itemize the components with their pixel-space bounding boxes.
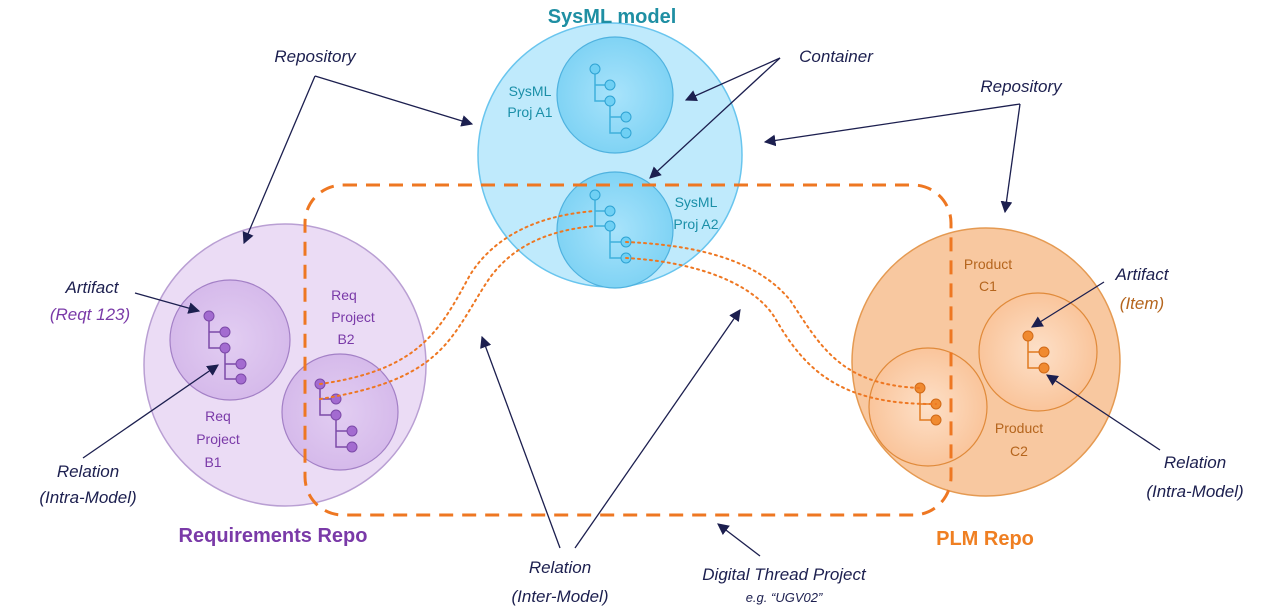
artifact-node bbox=[604, 95, 616, 107]
req-repo-title: Requirements Repo bbox=[179, 525, 368, 547]
label-artifact-right: Artifact bbox=[1115, 265, 1170, 284]
req-project-b2-line3: B2 bbox=[337, 331, 354, 347]
label-digital-thread-example: e.g. “UGV02” bbox=[746, 590, 823, 605]
req-project-b1-container bbox=[169, 279, 291, 401]
artifact-node bbox=[235, 358, 247, 370]
arrow-relation-intra-right bbox=[1046, 374, 1161, 451]
label-relation-inter-line2: (Inter-Model) bbox=[512, 587, 609, 606]
artifact-node bbox=[1022, 330, 1034, 342]
sysml-proj-a1-line1: SysML bbox=[509, 83, 552, 99]
artifact-node bbox=[330, 409, 342, 421]
plm-repo-title: PLM Repo bbox=[936, 528, 1034, 550]
digital-thread-boundary bbox=[303, 183, 953, 517]
artifact-node bbox=[604, 205, 616, 217]
arrow-container-to-a1 bbox=[684, 57, 781, 102]
req-project-b1-line2: Project bbox=[196, 431, 240, 447]
artifact-node bbox=[235, 373, 247, 385]
label-container: Container bbox=[799, 47, 874, 66]
sysml-proj-a1-line2: Proj A1 bbox=[507, 104, 552, 120]
sysml-proj-a1-container bbox=[556, 36, 674, 154]
label-relation-inter-line1: Relation bbox=[529, 558, 591, 577]
annotation-arrows bbox=[82, 57, 1161, 557]
artifact-node bbox=[604, 220, 616, 232]
sysml-a2-artifact-tree bbox=[594, 195, 626, 259]
req-project-b1-line1: Req bbox=[205, 408, 231, 424]
label-repository-left: Repository bbox=[274, 47, 357, 66]
artifact-node bbox=[620, 127, 632, 139]
label-artifact-left-example: (Reqt 123) bbox=[50, 305, 130, 324]
artifact-node bbox=[930, 414, 942, 426]
arrow-relation-intra-left bbox=[82, 364, 219, 459]
inter-model-relations bbox=[319, 210, 937, 406]
arrow-container-to-a2 bbox=[649, 57, 781, 179]
label-relation-intra-right-line1: Relation bbox=[1164, 453, 1226, 472]
arrow-repository-to-sysml-right bbox=[763, 103, 1021, 147]
arrow-digital-thread bbox=[717, 523, 761, 557]
label-repository-right: Repository bbox=[980, 77, 1063, 96]
artifact-node bbox=[1038, 346, 1050, 358]
inter-relation-line bbox=[625, 257, 937, 406]
product-c2-line2: C2 bbox=[1010, 443, 1028, 459]
sysml-repo-title: SysML model bbox=[548, 6, 677, 28]
inter-relation-line bbox=[319, 225, 596, 400]
artifact-node bbox=[203, 310, 215, 322]
arrow-repository-to-plm bbox=[1000, 103, 1021, 214]
req-project-b1-line3: B1 bbox=[204, 454, 221, 470]
label-digital-thread: Digital Thread Project bbox=[702, 565, 867, 584]
artifact-node bbox=[589, 63, 601, 75]
arrow-repository-to-req bbox=[242, 75, 316, 245]
label-relation-intra-left-line1: Relation bbox=[57, 462, 119, 481]
arrow-repository-to-sysml bbox=[314, 75, 474, 127]
product-c1-line1: Product bbox=[964, 256, 1012, 272]
artifact-node bbox=[589, 189, 601, 201]
label-relation-intra-left-line2: (Intra-Model) bbox=[39, 488, 136, 507]
product-c2-container bbox=[868, 347, 988, 467]
label-relation-intra-right-line2: (Intra-Model) bbox=[1146, 482, 1243, 501]
label-artifact-right-example: (Item) bbox=[1120, 294, 1164, 313]
sysml-proj-a2-line2: Proj A2 bbox=[673, 216, 718, 232]
artifact-node bbox=[1038, 362, 1050, 374]
req-b2-artifact-tree bbox=[319, 384, 352, 448]
sysml-a1-artifact-tree bbox=[594, 69, 626, 134]
req-project-b2-line1: Req bbox=[331, 287, 357, 303]
sysml-proj-a2-container bbox=[556, 171, 674, 289]
arrow-artifact-left bbox=[134, 292, 201, 314]
artifact-node bbox=[620, 111, 632, 123]
artifact-node bbox=[219, 342, 231, 354]
label-artifact-left: Artifact bbox=[65, 278, 120, 297]
requirements-repository bbox=[143, 223, 427, 507]
sysml-proj-a2-line1: SysML bbox=[675, 194, 718, 210]
req-b1-artifact-tree bbox=[208, 316, 241, 380]
arrow-relation-inter-1 bbox=[480, 335, 561, 549]
arrow-relation-inter-2 bbox=[574, 309, 741, 549]
product-c2-line1: Product bbox=[995, 420, 1043, 436]
artifact-node bbox=[346, 425, 358, 437]
inter-relation-line bbox=[319, 210, 596, 385]
artifact-node bbox=[346, 441, 358, 453]
arrow-artifact-right bbox=[1031, 281, 1105, 328]
artifact-node bbox=[604, 79, 616, 91]
req-project-b2-line2: Project bbox=[331, 309, 375, 325]
inter-relation-line bbox=[625, 241, 921, 389]
product-c1-line2: C1 bbox=[979, 278, 997, 294]
artifact-node bbox=[219, 326, 231, 338]
